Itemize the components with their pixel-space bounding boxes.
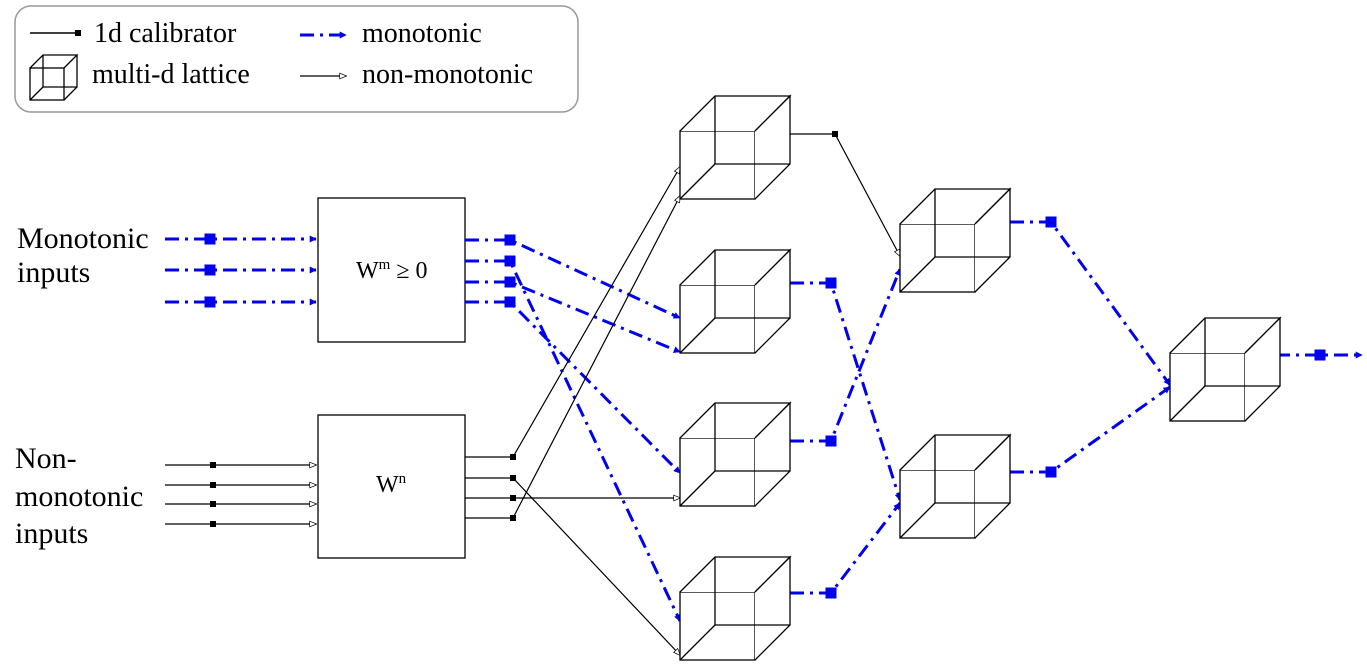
lattice-layer1-c [679, 401, 792, 507]
legend-non-monotonic-label: non-monotonic [362, 59, 533, 90]
calibrator-markers [204, 131, 1326, 599]
nonmono-out-calibrator-1 [510, 454, 516, 460]
non-monotonic-input-calibrator-1 [210, 462, 216, 468]
mono-out-calibrator-2 [504, 255, 516, 267]
nonmono-out-1 [465, 167, 680, 458]
lattice-cubes [679, 94, 1282, 661]
monotonic-inputs-label-line1: Monotonic [17, 222, 149, 255]
l1c-to-l2a [790, 268, 902, 443]
l2a-calibrator [1045, 216, 1057, 228]
lattice-layer1-a [679, 94, 792, 200]
nonmono-out-calibrator-3 [510, 495, 516, 501]
monotonic-weights-box [317, 197, 466, 343]
legend: 1d calibrator multi-d lattice monotonic … [14, 5, 579, 113]
monotonic-weights-label: Wm ≥ 0 [356, 257, 428, 284]
l1b-to-l2b [790, 281, 902, 501]
monotonic-inputs-label-line2: inputs [17, 256, 90, 289]
monotonic-input-calibrator-1 [204, 233, 216, 245]
legend-lattice-cube-icon [29, 54, 79, 101]
legend-monotonic-label: monotonic [362, 18, 482, 49]
lattice-layer1-b [679, 248, 792, 354]
l2a-to-final [1010, 220, 1172, 386]
non-monotonic-input-calibrator-2 [210, 482, 216, 488]
legend-calibrator-label: 1d calibrator [94, 18, 237, 49]
mono-out-1 [465, 238, 681, 320]
final-output-calibrator [1314, 349, 1326, 361]
non-monotonic-inputs-label-line2: monotonic [15, 480, 143, 513]
lattice-layer2-b [899, 433, 1012, 539]
non-monotonic-inputs-label-line3: inputs [15, 517, 88, 550]
non-monotonic-weights-box [317, 414, 466, 559]
nonmono-out-2 [465, 477, 680, 655]
l1a-to-l2a [790, 133, 900, 256]
mono-out-4 [465, 300, 682, 475]
l1d-to-l2b [790, 502, 902, 595]
mono-out-3 [465, 280, 681, 354]
nonmono-out-4 [465, 196, 680, 519]
nonmono-out-calibrator-2 [510, 475, 516, 481]
mono-out-2 [465, 259, 682, 622]
mono-out-calibrator-3 [504, 276, 516, 288]
l1b-calibrator [825, 277, 837, 289]
mono-out-calibrator-1 [504, 234, 516, 246]
mono-out-calibrator-4 [504, 296, 516, 308]
l2b-to-final [1010, 385, 1171, 474]
monotonic-input-calibrator-2 [204, 264, 216, 276]
legend-frame [14, 5, 579, 113]
l1c-calibrator [825, 435, 837, 447]
non-monotonic-input-calibrator-3 [210, 501, 216, 507]
l2b-calibrator [1045, 466, 1057, 478]
non-monotonic-weights-label: Wn [376, 471, 407, 498]
lattice-layer1-d [679, 555, 792, 661]
nonmono-out-calibrator-4 [510, 515, 516, 521]
legend-lattice-label: multi-d lattice [92, 59, 250, 90]
non-monotonic-input-calibrator-4 [210, 521, 216, 527]
monotonic-input-calibrator-3 [204, 296, 216, 308]
lattice-layer2-a [899, 187, 1012, 293]
non-monotonic-inputs-label-line1: Non- [15, 442, 77, 475]
l1a-calibrator [832, 131, 838, 137]
l1d-calibrator [825, 587, 837, 599]
legend-calibrator-marker [75, 30, 81, 36]
lattice-final [1169, 316, 1282, 422]
